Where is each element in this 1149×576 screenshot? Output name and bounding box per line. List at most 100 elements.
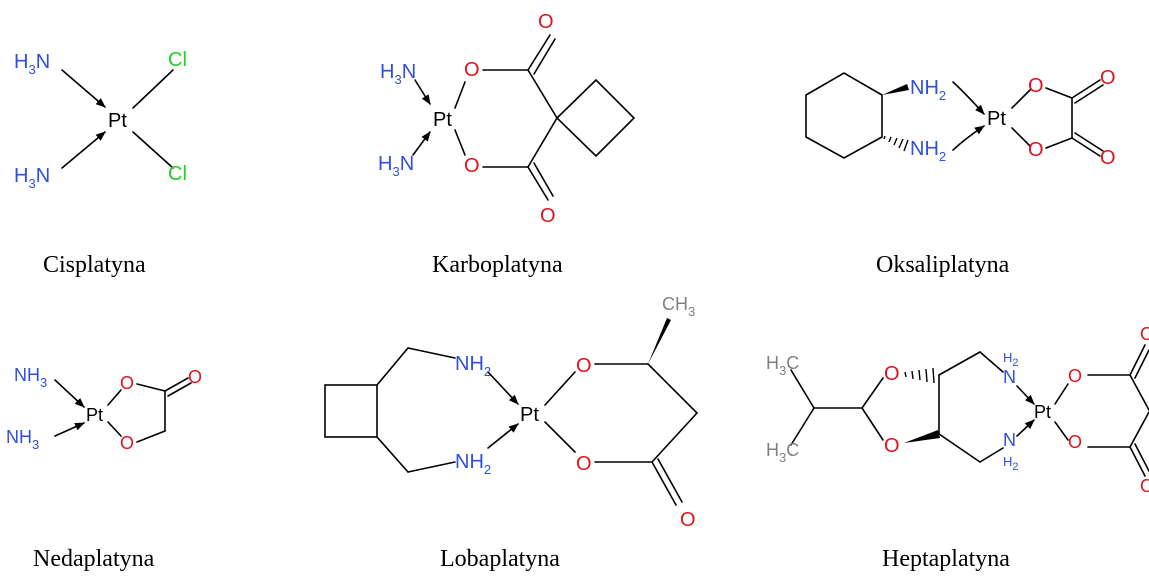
bond-pt-o — [1011, 89, 1031, 109]
bond-pt-o — [107, 389, 122, 406]
caption-lobaplatin: Lobaplatyna — [440, 546, 560, 572]
bond-c-o-double — [533, 38, 556, 75]
atom-pt: Pt — [1034, 402, 1051, 422]
bond-c-o — [861, 407, 884, 441]
bond-c-o-double — [1134, 443, 1149, 472]
cyclohexane-ring — [805, 72, 883, 159]
bond-c-c — [376, 347, 409, 386]
bond-n-pt-dative — [487, 371, 519, 405]
caption-carboplatin: Karboplatyna — [432, 252, 563, 278]
atom-o: O — [538, 11, 554, 33]
atom-h3c: H3C — [766, 353, 799, 378]
atom-o: O — [188, 367, 202, 387]
bond-c-n — [979, 447, 1004, 463]
atom-h3n: H3N — [380, 61, 416, 87]
bond-c-o-double — [651, 461, 677, 506]
atom-o: O — [1068, 366, 1082, 386]
bond-c-n — [979, 351, 1004, 373]
atom-nh2: NH2 — [455, 451, 491, 477]
atom-cl: Cl — [168, 163, 187, 185]
nedaplatin-structure: NH3 NH3 Pt O O O — [6, 365, 202, 453]
atom-o: O — [1028, 139, 1044, 161]
bond-pt-cl — [132, 69, 174, 109]
bond-c-o-double — [527, 34, 551, 71]
caption-cisplatin: Cisplatyna — [43, 252, 146, 278]
bond-pt-o — [544, 421, 576, 453]
atom-o: O — [464, 59, 480, 81]
atom-nh3: NH3 — [6, 427, 39, 452]
bond-n-pt-dative — [1016, 419, 1035, 437]
atom-h3n: H3N — [378, 153, 414, 179]
atom-o: O — [1100, 147, 1116, 169]
bond-n-pt-dative — [54, 422, 85, 437]
atom-pt: Pt — [520, 404, 539, 426]
atom-o: O — [1140, 324, 1149, 344]
atom-nh2: NH2 — [455, 353, 491, 379]
bond-c-c — [527, 117, 558, 168]
bond-n-pt-dative — [952, 125, 985, 151]
atom-pt: Pt — [433, 109, 452, 131]
bond-n-pt-dative — [487, 423, 519, 449]
bond-c-c — [1129, 374, 1149, 411]
atom-nh3: H3N — [14, 165, 50, 191]
atom-o: O — [120, 373, 134, 393]
bond-c-o-double — [657, 458, 683, 503]
bond-o-c — [1045, 137, 1073, 149]
bond-pt-cl — [132, 131, 174, 169]
wedge-bond — [882, 84, 909, 95]
bond-c-c — [651, 412, 698, 463]
bond-n-pt-dative — [412, 131, 431, 156]
bond-c-n — [407, 347, 456, 359]
bond-c-o-double — [1134, 349, 1149, 379]
bond-pt-o — [1011, 127, 1031, 147]
bond-c-o-double — [1074, 84, 1104, 104]
atom-cl: Cl — [168, 49, 187, 71]
bond-pt-o — [1054, 383, 1069, 405]
hash-bond — [904, 367, 935, 384]
bond-o-c — [136, 383, 166, 392]
bond-pt-o — [1054, 421, 1069, 441]
bond-n-pt-dative — [414, 79, 431, 105]
caption-oxaliplatin: Oksaliplatyna — [876, 252, 1010, 278]
caption-nedaplatin: Nedaplatyna — [33, 546, 155, 572]
atom-o: O — [1100, 67, 1116, 89]
atom-nh3: NH3 — [14, 365, 47, 390]
bond-n-pt-dative — [1016, 385, 1035, 405]
bond-c-o-double — [1129, 344, 1146, 376]
atom-nh2: NH2 — [910, 77, 946, 103]
bond-c-c — [790, 407, 815, 446]
lobaplatin-structure: NH2 NH2 Pt O O O CH3 — [324, 294, 698, 531]
bond-c-o-double — [1071, 137, 1101, 157]
atom-o: O — [884, 363, 900, 385]
bond-c-o-double — [167, 382, 192, 397]
atom-o: O — [540, 205, 556, 227]
bond-pt-o — [454, 81, 466, 109]
atom-o: O — [120, 433, 134, 453]
bond-c-c — [527, 69, 558, 119]
hash-bond — [883, 135, 909, 152]
bond-c-c — [1129, 411, 1149, 448]
cyclobutane-ring — [324, 384, 378, 438]
atom-nh2: NH2 — [910, 138, 946, 164]
bond-o-c — [1045, 87, 1073, 99]
carboplatin-structure: H3N H3N Pt O O O O — [378, 11, 636, 227]
bond-c-o-double — [1071, 79, 1101, 99]
bond-n-pt-dative — [54, 379, 85, 408]
bond-c-c — [938, 433, 981, 463]
cyclobutane-ring — [555, 78, 636, 158]
atom-o: O — [1140, 476, 1149, 496]
atom-o: O — [464, 155, 480, 177]
bond-pt-o — [107, 421, 122, 437]
atom-nh2: N — [1003, 430, 1016, 450]
bond-c-o-double — [533, 162, 554, 197]
atom-nh2: N — [1003, 367, 1016, 387]
atom-ch3: CH3 — [662, 294, 695, 319]
bond-c-o-double — [1074, 132, 1104, 152]
bond-c-c — [938, 351, 981, 376]
atom-pt: Pt — [987, 108, 1006, 130]
bond-n-pt-dative — [61, 131, 106, 169]
atom-pt: Pt — [86, 405, 103, 425]
atom-o: O — [884, 435, 900, 457]
oxaliplatin-structure: NH2 NH2 Pt O O O O — [805, 67, 1116, 169]
bond-c-o — [861, 377, 884, 409]
